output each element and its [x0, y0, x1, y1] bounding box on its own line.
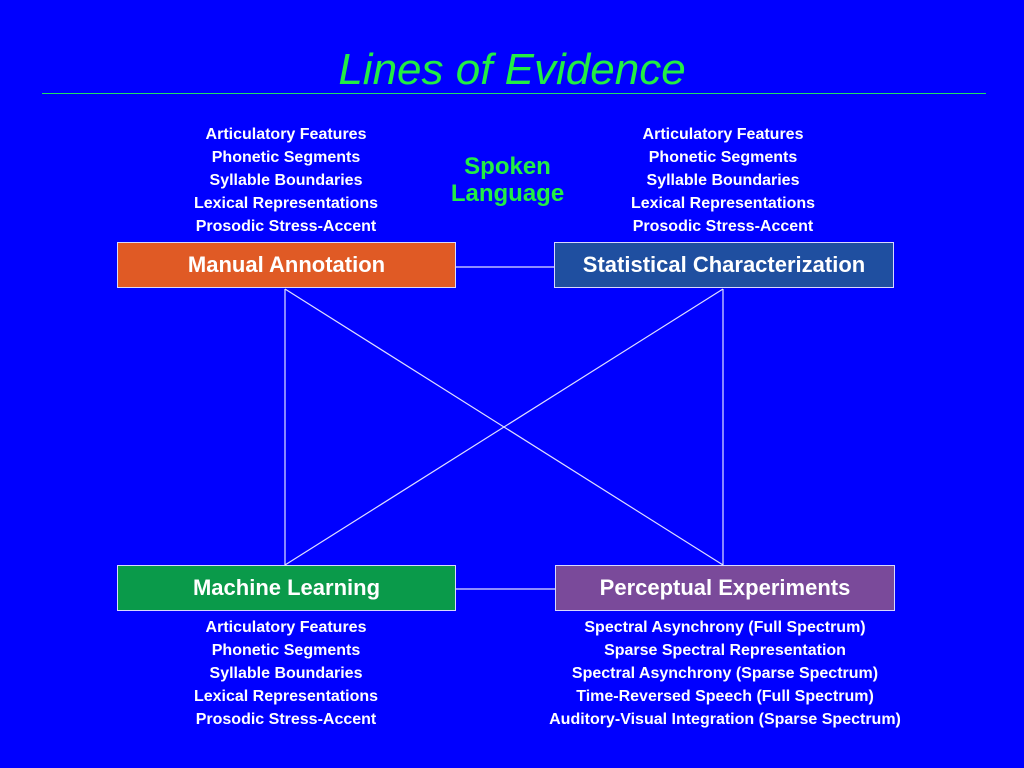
manual-annotation-box: Manual Annotation	[117, 242, 456, 288]
slide-title: Lines of Evidence	[338, 45, 686, 94]
machine-learning-items: Articulatory Features Phonetic Segments …	[136, 616, 436, 731]
perceptual-experiments-items: Spectral Asynchrony (Full Spectrum) Spar…	[515, 616, 935, 731]
list-item: Syllable Boundaries	[646, 172, 800, 189]
list-item: Lexical Representations	[193, 688, 379, 705]
connector-statistical-learning	[284, 288, 724, 566]
list-item: Phonetic Segments	[648, 149, 798, 166]
list-item: Sparse Spectral Representation	[604, 642, 846, 659]
list-item: Prosodic Stress-Accent	[195, 218, 377, 235]
machine-learning-label: Machine Learning	[192, 575, 381, 600]
spoken-language-label: Spoken Language	[430, 153, 585, 207]
list-item: Syllable Boundaries	[209, 665, 363, 682]
list-item: Lexical Representations	[193, 195, 379, 212]
list-item: Time-Reversed Speech (Full Spectrum)	[576, 688, 874, 705]
list-item: Auditory-Visual Integration (Sparse Spec…	[549, 711, 901, 728]
list-item: Articulatory Features	[205, 619, 367, 636]
list-item: Prosodic Stress-Accent	[632, 218, 814, 235]
list-item: Articulatory Features	[205, 126, 367, 143]
spoken-language-line1: Spoken	[464, 153, 551, 180]
list-item: Syllable Boundaries	[209, 172, 363, 189]
perceptual-experiments-box: Perceptual Experiments	[555, 565, 895, 611]
list-item: Phonetic Segments	[211, 149, 361, 166]
perceptual-experiments-label: Perceptual Experiments	[599, 575, 851, 600]
statistical-characterization-items: Articulatory Features Phonetic Segments …	[573, 123, 873, 238]
statistical-characterization-label: Statistical Characterization	[582, 252, 866, 277]
list-item: Phonetic Segments	[211, 642, 361, 659]
manual-annotation-label: Manual Annotation	[187, 252, 386, 277]
list-item: Spectral Asynchrony (Full Spectrum)	[584, 619, 866, 636]
manual-annotation-items: Articulatory Features Phonetic Segments …	[136, 123, 436, 238]
list-item: Spectral Asynchrony (Sparse Spectrum)	[571, 665, 879, 682]
list-item: Prosodic Stress-Accent	[195, 711, 377, 728]
machine-learning-box: Machine Learning	[117, 565, 456, 611]
statistical-characterization-box: Statistical Characterization	[554, 242, 894, 288]
spoken-language-line2: Language	[450, 180, 565, 207]
title-divider	[42, 93, 986, 94]
list-item: Lexical Representations	[630, 195, 816, 212]
list-item: Articulatory Features	[642, 126, 804, 143]
